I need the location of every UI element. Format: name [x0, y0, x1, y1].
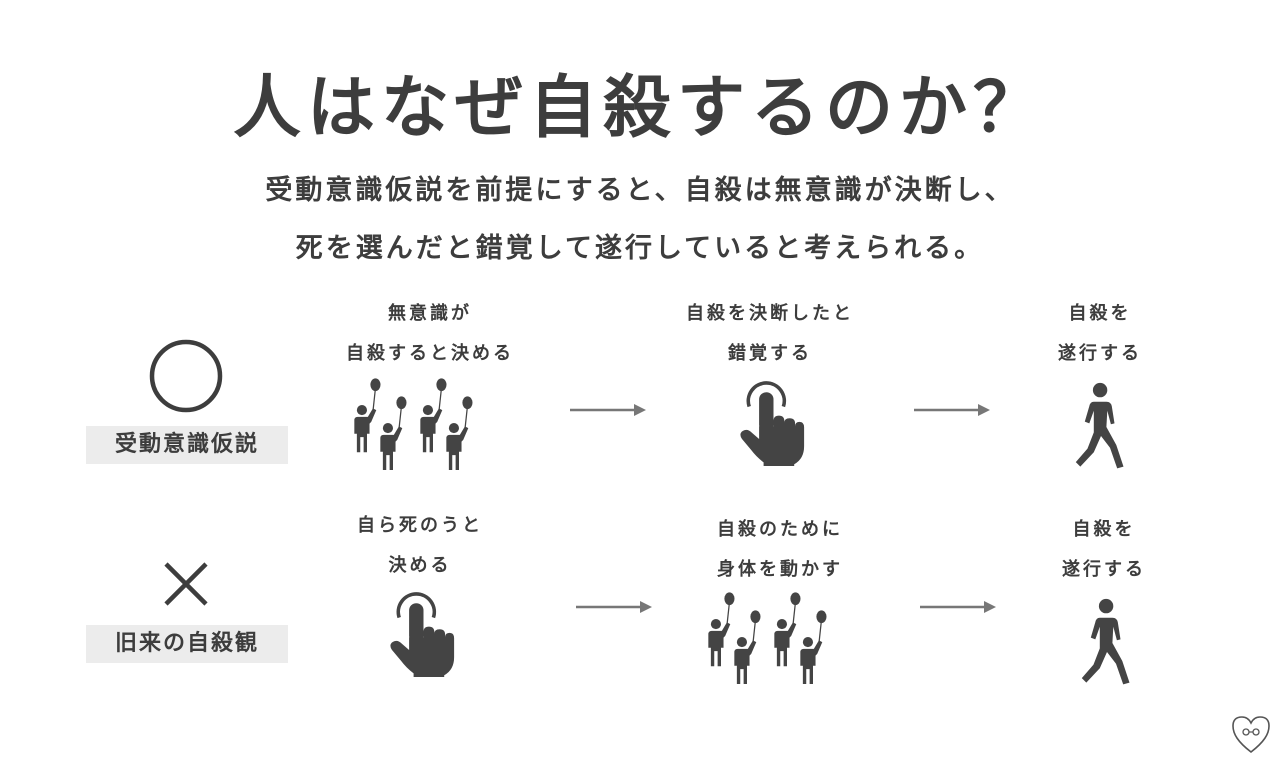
pointing-hand-icon: [383, 585, 455, 679]
step-2-3-caption: 自殺を 遂行する: [1044, 510, 1164, 590]
pointing-hand-icon: [733, 374, 805, 468]
step-caption-line: 身体を動かす: [717, 559, 843, 580]
label-passive-consciousness: 受動意識仮説: [86, 426, 288, 464]
step-caption-line: 無意識が: [388, 303, 472, 324]
arrow-right-icon: [576, 600, 652, 614]
label-traditional-view: 旧来の自殺観: [86, 625, 288, 663]
subtitle-line-2: 死を選んだと錯覚して遂行していると考えられる。: [295, 233, 985, 264]
step-1-1-caption: 無意識が 自殺すると決める: [330, 294, 530, 374]
subtitle-line-1: 受動意識仮説を前提にすると、自殺は無意識が決断し、: [265, 175, 1015, 206]
step-2-1-caption: 自ら死のうと 決める: [320, 506, 520, 586]
step-caption-line: 自殺すると決める: [346, 343, 514, 364]
arrow-right-icon: [570, 403, 646, 417]
arrow-right-icon: [920, 600, 996, 614]
step-1-3-caption: 自殺を 遂行する: [1040, 294, 1160, 374]
heart-logo-icon: [1230, 712, 1272, 756]
step-1-2-caption: 自殺を決断したと 錯覚する: [670, 294, 870, 374]
incorrect-cross-icon: [162, 560, 210, 608]
step-caption-line: 遂行する: [1062, 559, 1146, 580]
step-caption-line: 錯覚する: [728, 343, 812, 364]
walking-person-icon: [1068, 382, 1134, 472]
people-with-balloons-icon: [704, 592, 834, 684]
step-2-2-caption: 自殺のために 身体を動かす: [680, 510, 880, 590]
step-caption-line: 自殺を: [1072, 519, 1136, 540]
walking-person-icon: [1074, 598, 1140, 688]
correct-circle-icon: [148, 338, 224, 414]
page-title: 人はなぜ自殺するのか？: [232, 69, 1047, 148]
people-with-balloons-icon: [350, 378, 480, 470]
step-caption-line: 自殺のために: [717, 519, 843, 540]
step-caption-line: 決める: [388, 555, 452, 576]
step-caption-line: 自殺を決断したと: [686, 303, 854, 324]
step-caption-line: 自ら死のうと: [357, 515, 483, 536]
step-caption-line: 遂行する: [1058, 343, 1142, 364]
step-caption-line: 自殺を: [1068, 303, 1132, 324]
arrow-right-icon: [914, 403, 990, 417]
